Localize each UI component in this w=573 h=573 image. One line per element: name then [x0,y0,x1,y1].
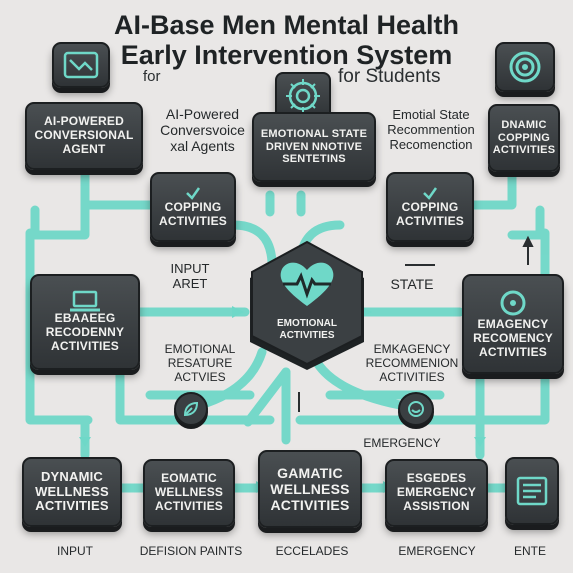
emotional-state-label: Emotional State Driven Nnotive Sentetins [260,128,368,166]
center-label: Emotional Activities [277,318,337,341]
recodenny-label: Ebaaeeg Recodenny Activities [45,311,125,353]
bottom-label-eccelades: Eccelades [275,544,349,558]
esgedes-box[interactable]: Esgedes Emergency Assistion [385,459,488,527]
dynamic-coping-label: Dnamic Copping Activities [492,119,556,157]
state-mid-label: State [390,276,434,292]
emotial-label: Emotial State Recommention Recomenction [387,107,475,152]
emagency-label: Emagency Recomency Activities [473,317,553,359]
eomatic-box[interactable]: Eomatic Wellness Activities [143,459,235,527]
circuit-icon [286,79,320,113]
emagency-box[interactable]: Emagency Recomency Activities [462,274,564,374]
laptop-icon [70,291,100,312]
ai-agent-box[interactable]: AI-Powered Conversional Agent [25,102,143,170]
connector-node-right [398,392,434,426]
ai-agent-label: AI-Powered Conversional Agent [34,114,134,156]
input-mid-label: Input Aret [170,261,210,291]
title-sub-left: for [143,68,161,85]
gamatic-label: Gamatic Wellness Activities [270,464,350,514]
coping-right-label: Copping Activities [395,200,464,228]
bottom-label-input: Input [57,544,93,558]
connector-node-left [174,392,208,426]
title-sub-right: for Students [338,66,441,87]
target-icon [509,51,541,83]
list-icon [516,476,548,506]
eomatic-label: Eomatic Wellness Activities [154,471,224,513]
compass-icon [500,290,526,316]
clipboard-icon [186,187,201,201]
coping-left-box[interactable]: Copping Activities [150,172,236,242]
recodenny-box[interactable]: Ebaaeeg Recodenny Activities [30,274,140,370]
clipboard-icon [423,187,438,201]
leaf-icon [183,401,199,417]
ai-voice-label: AI-Powered Conversvoice xal Agents [160,106,245,155]
bottom-label-emergency: Emergency [398,544,476,558]
title-line-1: AI-Base Men Mental Health [113,10,460,40]
smile-icon [408,401,424,417]
center-hexagon[interactable]: Emotional Activities [244,238,370,370]
dynamic-coping-box[interactable]: Dnamic Copping Activities [488,104,560,172]
dynamic-wellness-box[interactable]: Dynamic Wellness Activities [22,457,122,527]
bottom-label-defision: Defision Paints [139,544,243,558]
bottom-label-ente: Ente [513,544,546,558]
route-icon [63,51,99,79]
dynamic-wellness-label: Dynamic Wellness Activities [35,468,109,514]
emotional-state-box[interactable]: Emotional State Driven Nnotive Sentetins [252,112,376,182]
coping-right-box[interactable]: Copping Activities [386,172,474,242]
gamatic-box[interactable]: Gamatic Wellness Activities [258,450,362,528]
emagency-mid-label: Emkagency Recommenion Activities [365,342,459,384]
emotional-mid-label: Emotional Resature Actvies [164,342,236,384]
emergency-mid-label: Emergency [363,436,441,450]
esgedes-label: Esgedes Emergency Assistion [396,471,477,513]
target-tile[interactable] [495,42,555,92]
entry-box[interactable] [505,457,559,525]
coping-left-label: Copping Activities [158,200,227,228]
heart-pulse-icon [280,262,334,306]
route-tile[interactable] [52,42,110,88]
title-line-2: Early Intervention System [120,40,453,70]
